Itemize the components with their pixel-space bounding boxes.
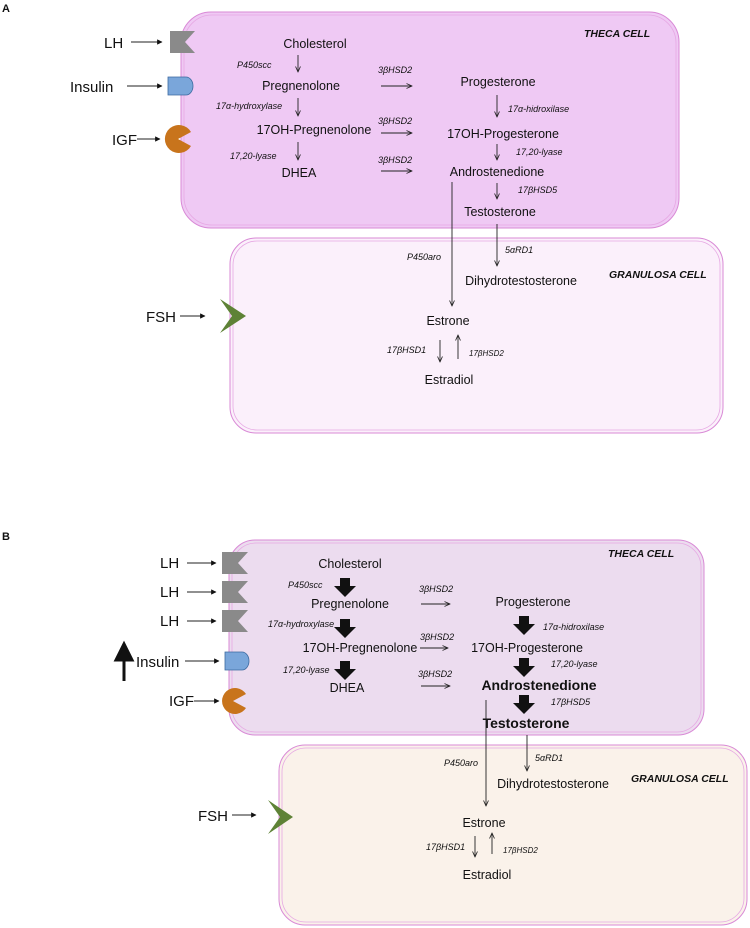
fsh-receptor-b-icon xyxy=(268,800,293,834)
hidroxilase-a: 17α-hidroxilase xyxy=(508,104,569,114)
estradiol-b: Estradiol xyxy=(463,868,512,882)
theca-title-b: THECA CELL xyxy=(608,548,674,560)
oh-pregnenolone-b: 17OH-Pregnenolone xyxy=(303,641,418,655)
oh-progesterone-a: 17OH-Progesterone xyxy=(447,127,559,141)
dhea-b: DHEA xyxy=(330,681,365,695)
oh-pregnenolone-a: 17OH-Pregnenolone xyxy=(257,123,372,137)
pregnenolone-a: Pregnenolone xyxy=(262,79,340,93)
insulin-receptor-b-icon xyxy=(224,651,250,671)
panel-b-letter: B xyxy=(2,531,10,543)
signal-lh-1-b: LH xyxy=(160,555,179,572)
hsd5-b: 17βHSD5 xyxy=(551,697,591,707)
lh-receptor-1-icon xyxy=(222,552,248,574)
bold-arrow-3-icon xyxy=(334,661,356,680)
oh-progesterone-b: 17OH-Progesterone xyxy=(471,641,583,655)
signal-lh-3-b: LH xyxy=(160,613,179,630)
estrone-b: Estrone xyxy=(462,816,505,830)
bold-arrow-5-icon xyxy=(513,658,535,677)
signal-fsh-b: FSH xyxy=(198,808,228,825)
up-arrow-icon xyxy=(113,640,135,681)
signal-fsh-a: FSH xyxy=(146,309,176,326)
hsd2-1-b: 3βHSD2 xyxy=(419,584,453,594)
androstenedione-a: Androstenedione xyxy=(450,165,545,179)
p450scc-b: P450scc xyxy=(288,580,323,590)
signal-igf-a: IGF xyxy=(112,132,137,149)
hsd2-2-a: 3βHSD2 xyxy=(378,116,412,126)
lh-receptor-icon xyxy=(170,31,195,53)
progesterone-a: Progesterone xyxy=(460,75,535,89)
hsd2-1-a: 3βHSD2 xyxy=(378,65,412,75)
hidroxilase-b: 17α-hidroxilase xyxy=(543,622,604,632)
bold-arrow-1-icon xyxy=(334,578,356,597)
theca-cell-a xyxy=(180,11,680,229)
dhea-a: DHEA xyxy=(282,166,317,180)
cholesterol-b: Cholesterol xyxy=(318,557,381,571)
lh-receptor-3-icon xyxy=(222,610,248,632)
testosterone-b: Testosterone xyxy=(483,715,570,731)
estrone-a: Estrone xyxy=(426,314,469,328)
insulin-receptor-icon xyxy=(167,76,194,96)
igf-receptor-icon xyxy=(164,124,191,154)
androstenedione-b: Androstenedione xyxy=(481,677,596,693)
dht-b: Dihydrotestosterone xyxy=(497,777,609,791)
granulosa-title-a: GRANULOSA CELL xyxy=(609,269,707,281)
p450scc-a: P450scc xyxy=(237,60,272,70)
hsd5-a: 17βHSD5 xyxy=(518,185,558,195)
cholesterol-a: Cholesterol xyxy=(283,37,346,51)
signal-igf-b: IGF xyxy=(169,693,194,710)
progesterone-b: Progesterone xyxy=(495,595,570,609)
signal-lh-a: LH xyxy=(104,35,123,52)
theca-cell-b xyxy=(228,539,705,736)
bold-arrow-2-icon xyxy=(334,619,356,638)
hsd1-a: 17βHSD1 xyxy=(387,345,426,355)
igf-receptor-b-icon xyxy=(222,688,246,714)
lyase-right-b: 17,20-lyase xyxy=(551,659,598,669)
hsd2-gran-b: 17βHSD2 xyxy=(503,846,538,855)
pregnenolone-b: Pregnenolone xyxy=(311,597,389,611)
p450aro-a: P450aro xyxy=(407,252,441,262)
granulosa-cell-a xyxy=(229,237,724,434)
hsd1-b: 17βHSD1 xyxy=(426,842,465,852)
panel-a-letter: A xyxy=(2,3,10,15)
5ard1-b: 5αRD1 xyxy=(535,753,563,763)
hsd2-gran-a: 17βHSD2 xyxy=(469,349,504,358)
signal-insulin-a: Insulin xyxy=(70,79,113,96)
lyase-left-b: 17,20-lyase xyxy=(283,665,330,675)
5ard1-a: 5αRD1 xyxy=(505,245,533,255)
signal-insulin-b: Insulin xyxy=(136,654,179,671)
granulosa-cell-b xyxy=(278,744,748,926)
estradiol-a: Estradiol xyxy=(425,373,474,387)
granulosa-title-b: GRANULOSA CELL xyxy=(631,773,729,785)
panel-a: A THECA CELL GRANULOSA CELL LH Insulin I… xyxy=(2,3,724,434)
theca-title-a: THECA CELL xyxy=(584,28,650,40)
dht-a: Dihydrotestosterone xyxy=(465,274,577,288)
bold-arrow-4-icon xyxy=(513,616,535,635)
hydroxylase-a: 17α-hydroxylase xyxy=(216,101,282,111)
bold-arrow-6-icon xyxy=(513,695,535,714)
testosterone-a: Testosterone xyxy=(464,205,536,219)
p450aro-b: P450aro xyxy=(444,758,478,768)
hsd2-2-b: 3βHSD2 xyxy=(420,632,454,642)
hydroxylase-b: 17α-hydroxylase xyxy=(268,619,334,629)
panel-b: B THECA CELL GRANULOSA CELL LH LH LH Ins… xyxy=(2,531,748,926)
signal-lh-2-b: LH xyxy=(160,584,179,601)
lh-receptor-2-icon xyxy=(222,581,248,603)
hsd2-3-b: 3βHSD2 xyxy=(418,669,452,679)
fsh-receptor-icon xyxy=(220,299,246,333)
lyase-left-a: 17,20-lyase xyxy=(230,151,277,161)
lyase-right-a: 17,20-lyase xyxy=(516,147,563,157)
hsd2-3-a: 3βHSD2 xyxy=(378,155,412,165)
